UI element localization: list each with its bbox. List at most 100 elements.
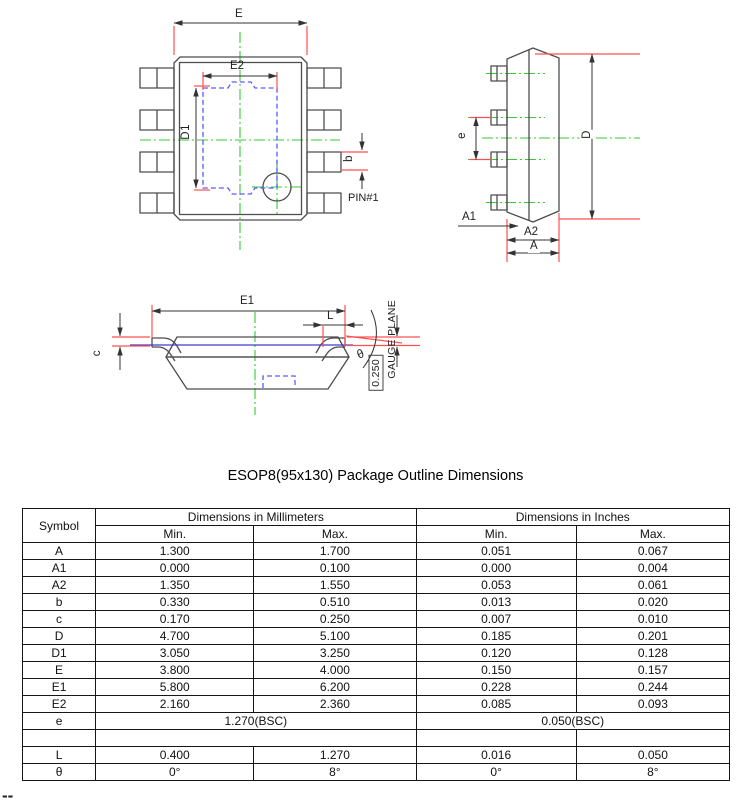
mm-min-cell: 1.350 [95,576,255,594]
empty-cell [21,729,97,747]
dim-label-A2: A2 [522,226,541,239]
dim-label-E: E [235,8,243,20]
table-row-empty [21,729,731,747]
mm-min-cell: 0.400 [95,746,255,764]
pin1-label: PIN#1 [348,192,379,204]
mm-min-cell: 3.800 [95,661,255,679]
dimensions-table: Symbol Dimensions in Millimeters Dimensi… [21,508,731,781]
dim-label-L: L [327,310,334,322]
mm-max-cell: 0.250 [253,610,417,628]
in-max-cell: 0.201 [575,627,731,645]
in-min-cell: 0.053 [415,576,577,594]
in-max-cell: 0.020 [575,593,731,611]
in-max-cell: 0.004 [575,559,731,577]
empty-cell [575,729,731,747]
dim-label-b: b [343,155,355,162]
in-min-cell: 0° [415,763,577,781]
table-row: L 0.400 1.270 0.016 0.050 [21,746,731,764]
gauge-plane-offset-value: 0.250 [369,355,384,391]
table-row: E1 5.800 6.200 0.228 0.244 [21,678,731,696]
in-min-cell: 0.000 [415,559,577,577]
mm-max-cell: 4.000 [253,661,417,679]
empty-cell [415,729,577,747]
in-max-cell: 0.010 [575,610,731,628]
in-min-cell: 0.051 [415,542,577,560]
dim-label-D1: D1 [180,124,192,140]
in-max-cell: 8° [575,763,731,781]
exposed-pad-dashed [202,81,296,388]
in-max-cell: 0.128 [575,644,731,662]
mm-header: Dimensions in Millimeters [95,508,417,526]
mm-min-cell: 0.170 [95,610,255,628]
in-max-cell: 0.061 [575,576,731,594]
table-header-row: Symbol Dimensions in Millimeters Dimensi… [21,508,731,543]
table-row: E 3.800 4.000 0.150 0.157 [21,661,731,679]
dim-label-A1: A1 [462,211,477,223]
in-max-cell: 0.157 [575,661,731,679]
dim-label-E1: E1 [240,295,255,307]
in-min-cell: 0.013 [415,593,577,611]
symbol-cell: E1 [21,678,97,696]
mm-max-cell: 2.360 [253,695,417,713]
table-row-e: e 1.270(BSC) 0.050(BSC) [21,712,731,730]
mm-min-cell: 1.300 [95,542,255,560]
table-row: E2 2.160 2.360 0.085 0.093 [21,695,731,713]
in-max-cell: 0.050 [575,746,731,764]
in-max-cell: 0.067 [575,542,731,560]
mm-min-cell: 5.800 [95,678,255,696]
mm-min-cell: 3.050 [95,644,255,662]
in-min-cell: 0.228 [415,678,577,696]
mm-max-cell: 8° [253,763,417,781]
mm-min-cell: 0.330 [95,593,255,611]
symbol-cell: A2 [21,576,97,594]
table-row: b 0.330 0.510 0.013 0.020 [21,593,731,611]
dim-label-E2: E2 [230,60,245,72]
empty-cell [95,729,417,747]
in-max-cell: 0.093 [575,695,731,713]
table-row: A2 1.350 1.550 0.053 0.061 [21,576,731,594]
mm-min-cell: 0.000 [95,559,255,577]
extension-lines [112,26,640,347]
package-outline-drawing [112,20,640,415]
symbol-cell: D [21,627,97,645]
table-row: c 0.170 0.250 0.007 0.010 [21,610,731,628]
in-max-cell: 0.244 [575,678,731,696]
mm-min-cell: 0° [95,763,255,781]
package-outlines [139,47,560,390]
table-row: D 4.700 5.100 0.185 0.201 [21,627,731,645]
symbol-header: Symbol [21,508,97,543]
mm-max-cell: 5.100 [253,627,417,645]
dimensions-table-wrapper: Symbol Dimensions in Millimeters Dimensi… [21,508,731,781]
mm-min-cell: 2.160 [95,695,255,713]
symbol-cell: A [21,542,97,560]
dim-label-D: D [580,130,596,139]
in-max-header: Max. [575,525,731,543]
symbol-cell: L [21,746,97,764]
symbol-cell: A1 [21,559,97,577]
page-footer-mark: -- [2,786,14,801]
in-min-cell: 0.016 [415,746,577,764]
mm-max-cell: 0.100 [253,559,417,577]
mm-max-cell: 1.270 [253,746,417,764]
symbol-cell: b [21,593,97,611]
symbol-cell: E2 [21,695,97,713]
inches-header: Dimensions in Inches [415,508,731,526]
page-title: ESOP8(95x130) Package Outline Dimensions [227,468,524,484]
in-min-cell: 0.085 [415,695,577,713]
table-row: A 1.300 1.700 0.051 0.067 [21,542,731,560]
gauge-plane-label: GAUGE PLANE [386,300,398,379]
mm-max-cell: 0.510 [253,593,417,611]
symbol-cell: e [21,712,97,730]
mm-max-cell: 1.700 [253,542,417,560]
mm-max-cell: 1.550 [253,576,417,594]
table-subheader-row: Min. Max. Min. Max. [23,525,731,543]
in-bsc-cell: 0.050(BSC) [415,712,731,730]
dim-label-A: A [528,240,540,253]
in-min-cell: 0.120 [415,644,577,662]
symbol-cell: c [21,610,97,628]
table-row: θ 0° 8° 0° 8° [21,763,731,781]
symbol-cell: θ [21,763,97,781]
mm-min-cell: 4.700 [95,627,255,645]
table-row: A1 0.000 0.100 0.000 0.004 [21,559,731,577]
